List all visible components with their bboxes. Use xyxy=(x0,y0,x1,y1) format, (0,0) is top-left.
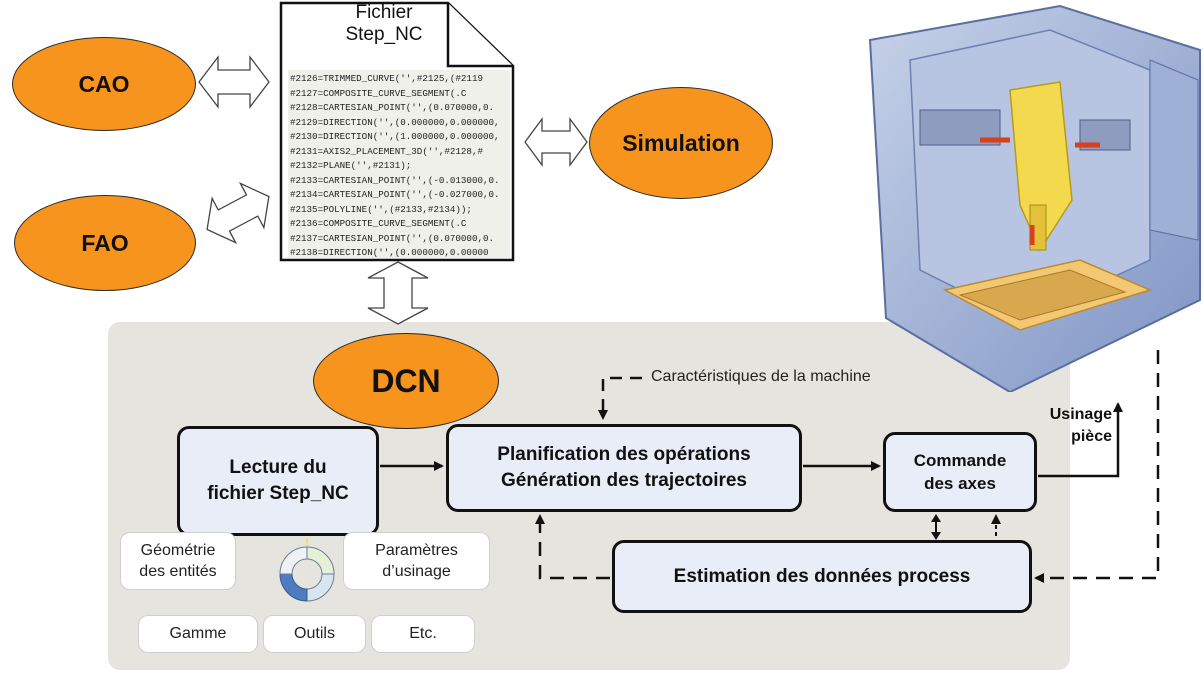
outils-label: Outils xyxy=(294,625,335,642)
document-code-line: #2127=COMPOSITE_CURVE_SEGMENT(.C xyxy=(290,87,467,99)
commande-box: Commande des axes xyxy=(883,432,1037,512)
gamme-pill: Gamme xyxy=(138,615,258,653)
geometrie-label: Géométrie des entités xyxy=(139,542,217,580)
usinage-label: Usinage pièce xyxy=(1049,406,1112,445)
gamme-label: Gamme xyxy=(169,625,227,642)
commande-label: Commande des axes xyxy=(913,451,1007,493)
parametres-label: Paramètres d’usinage xyxy=(375,542,458,580)
step-nc-document-icon xyxy=(279,1,515,262)
dcn-label: DCN xyxy=(371,362,441,399)
double-arrow-icon xyxy=(524,117,588,167)
cao-ellipse: CAO xyxy=(12,37,196,131)
document-code-line: #2133=CARTESIAN_POINT('',(-0.013000,0. xyxy=(290,174,500,186)
document-code-line: #2130=DIRECTION('',(1.000000,0.000000, xyxy=(290,131,500,142)
document-code-line: #2131=AXIS2_PLACEMENT_3D('',#2128,# xyxy=(290,145,483,157)
document-code-line: #2129=DIRECTION('',(0.000000,0.000000, xyxy=(290,116,500,128)
document-code-line: #2137=CARTESIAN_POINT('',(0.070000,0. xyxy=(290,232,494,244)
lecture-label: Lecture du fichier Step_NC xyxy=(207,457,349,504)
geometrie-pill: Géométrie des entités xyxy=(120,532,236,590)
document-code-lines: #2126=TRIMMED_CURVE('',#2125,(#2119 #2127… xyxy=(290,72,510,258)
double-arrow-icon xyxy=(206,182,270,244)
simulation-label: Simulation xyxy=(622,129,740,156)
etc-pill: Etc. xyxy=(371,615,475,653)
caracteristiques-label: Caractéristiques de la machine xyxy=(651,368,871,385)
planification-box: Planification des opérations Génération … xyxy=(446,424,802,512)
cao-label: CAO xyxy=(78,70,130,97)
document-code-line: #2138=DIRECTION('',(0.000000,0.00000 xyxy=(290,247,489,258)
lecture-box: Lecture du fichier Step_NC xyxy=(177,426,379,536)
dcn-ellipse: DCN xyxy=(313,333,499,429)
document-code-line: #2134=CARTESIAN_POINT('',(-0.027000,0. xyxy=(290,189,500,200)
document-code-line: #2136=COMPOSITE_CURVE_SEGMENT(.C xyxy=(290,218,467,229)
cnc-machine-illustration xyxy=(868,4,1201,392)
estimation-box: Estimation des données process xyxy=(612,540,1032,613)
double-arrow-icon xyxy=(367,261,429,325)
estimation-label: Estimation des données process xyxy=(673,565,971,587)
fao-label: FAO xyxy=(81,229,129,256)
document-code-line: #2132=PLANE('',#2131); xyxy=(290,160,412,171)
etc-label: Etc. xyxy=(409,625,437,642)
document-title: Fichier Step_NC xyxy=(345,2,423,45)
document-code-line: #2128=CARTESIAN_POINT('',(0.070000,0. xyxy=(290,102,494,113)
document-code-line: #2126=TRIMMED_CURVE('',#2125,(#2119 xyxy=(290,73,483,84)
fao-ellipse: FAO xyxy=(14,195,196,291)
cycle-icon xyxy=(279,546,335,602)
document-code-line: #2135=POLYLINE('',(#2133,#2134)); xyxy=(290,203,472,215)
parametres-pill: Paramètres d’usinage xyxy=(343,532,490,590)
simulation-ellipse: Simulation xyxy=(589,87,773,199)
double-arrow-icon xyxy=(198,55,270,109)
planification-label: Planification des opérations Génération … xyxy=(497,444,751,491)
outils-pill: Outils xyxy=(263,615,366,653)
